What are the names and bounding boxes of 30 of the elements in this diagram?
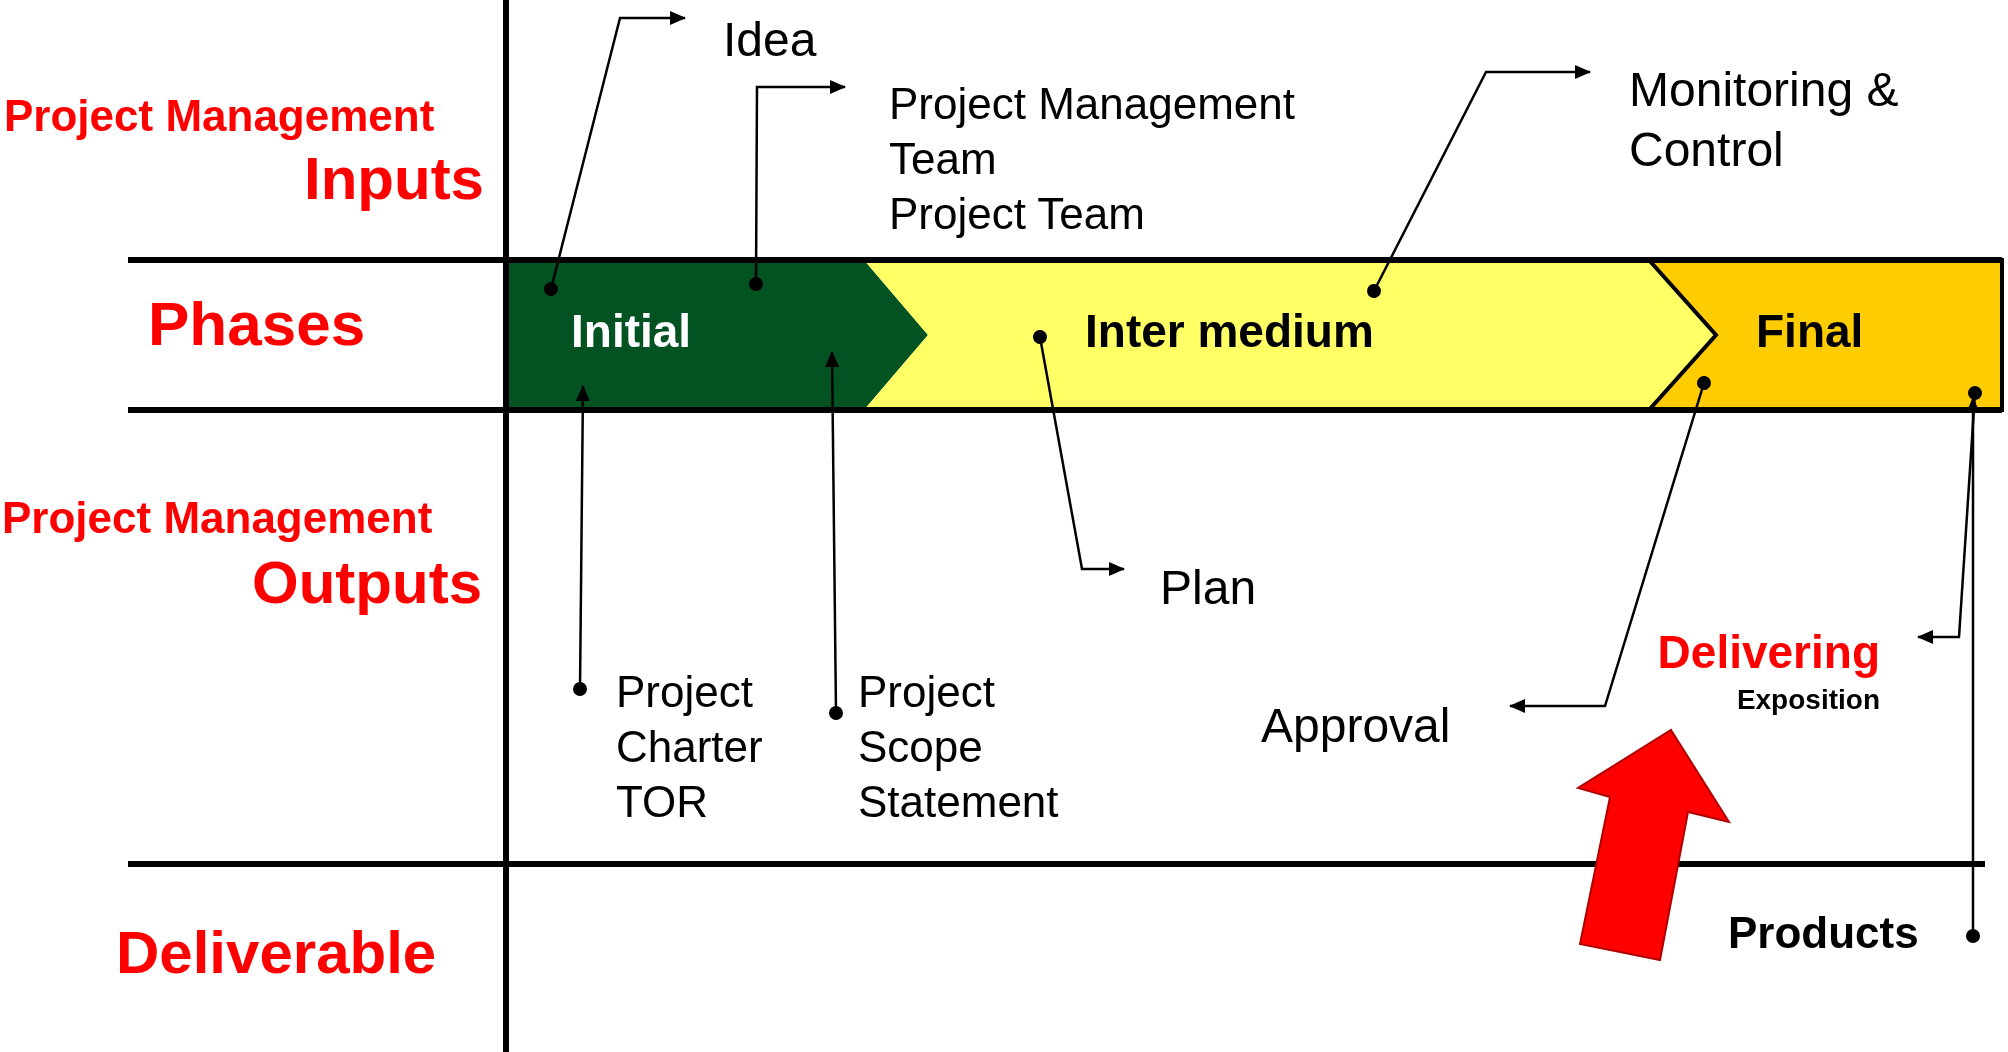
item-label: Project Charter [616, 666, 764, 773]
item-label: TOR [616, 776, 710, 828]
leader-arrow [573, 385, 590, 696]
row-heading: Project Management [4, 92, 436, 141]
row-heading: Deliverable [116, 920, 438, 986]
item-label: Project Team [889, 188, 1146, 240]
leader-arrow [749, 80, 846, 291]
item-label: Idea [723, 12, 818, 68]
row-heading: Phases [148, 290, 367, 359]
item-label: Products [1728, 907, 1920, 959]
leader-arrow [544, 11, 686, 296]
phase-label: Initial [571, 304, 692, 358]
item-label: Plan [1160, 560, 1258, 616]
leader-arrow [1367, 65, 1591, 298]
item-label: Approval [1261, 698, 1452, 754]
highlight-label: Delivering [1656, 625, 1880, 680]
leader-arrow [1966, 397, 1980, 943]
row-heading: Outputs [251, 550, 482, 616]
item-label: Project Management Team [889, 78, 1296, 185]
leader-arrow [1509, 376, 1711, 713]
row-heading: Project Management [2, 494, 434, 543]
item-label: Project Scope Statement [858, 666, 1060, 828]
phase-label: Final [1756, 304, 1864, 358]
item-label: Exposition [1735, 682, 1880, 717]
item-label: Monitoring & Control [1629, 62, 1900, 178]
leader-arrow [1033, 330, 1125, 576]
row-heading: Inputs [303, 146, 484, 212]
leader-arrow [1917, 386, 1982, 644]
leader-arrow [825, 351, 843, 720]
phase-label: Inter medium [1085, 304, 1374, 358]
